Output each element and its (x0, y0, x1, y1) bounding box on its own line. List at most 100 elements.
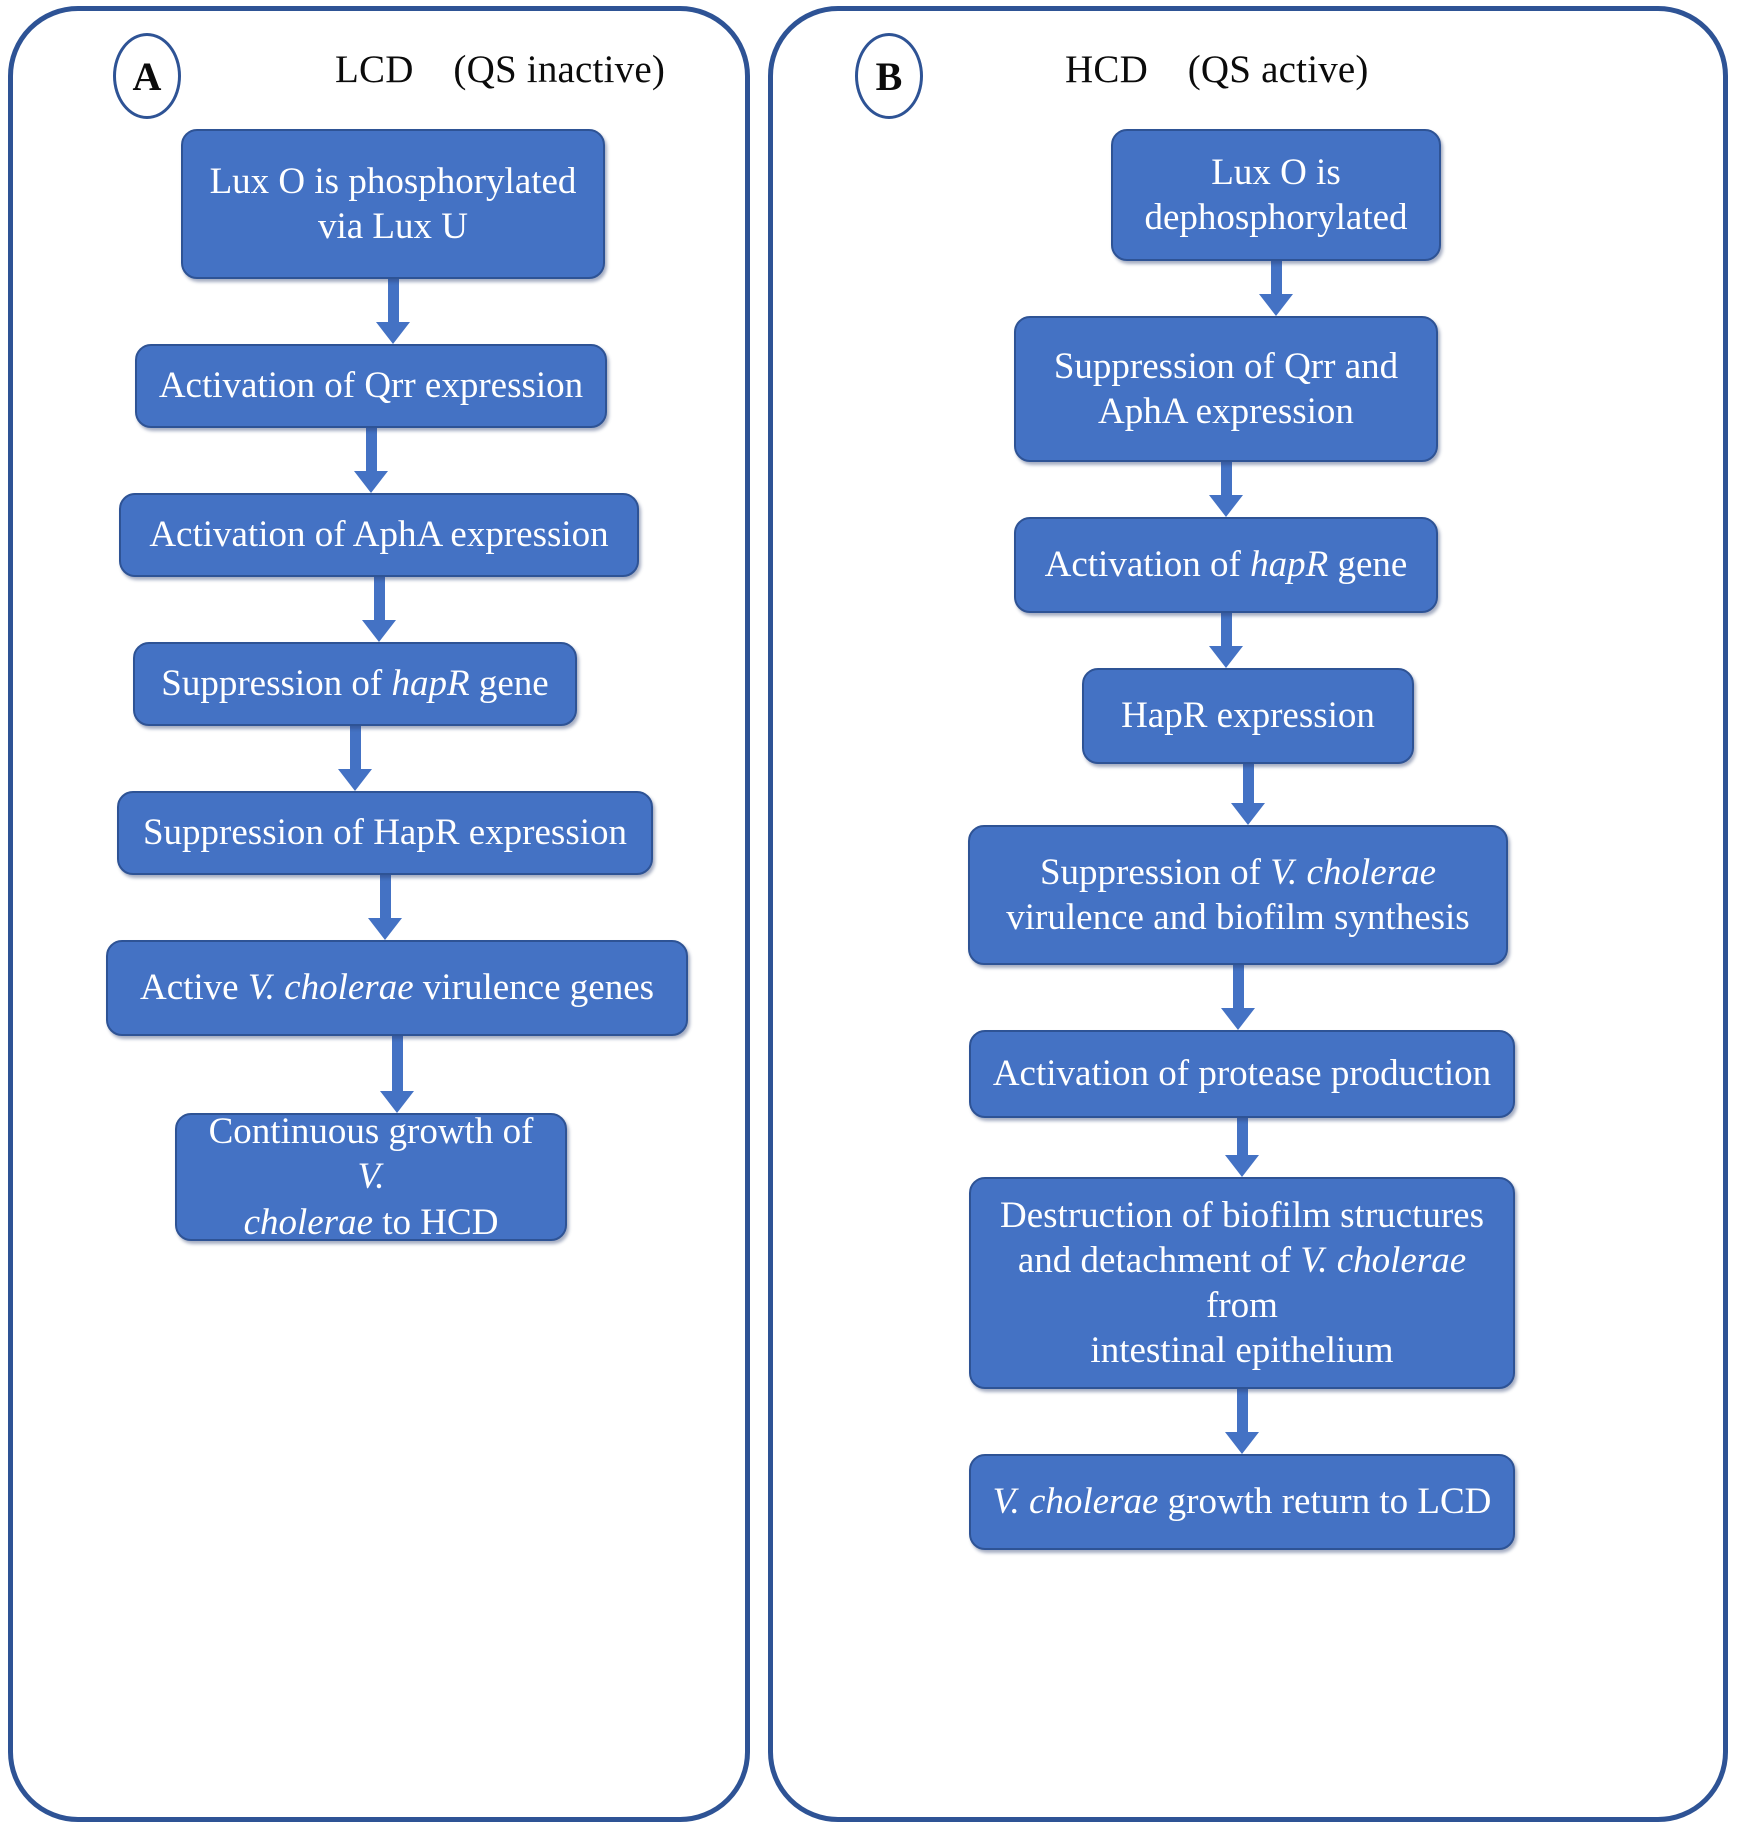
arrow-head (338, 769, 372, 791)
flow-node[interactable]: Continuous growth of V.cholerae to HCD (175, 1111, 567, 1243)
node-text: virulence genes (413, 967, 655, 1009)
arrow-shaft (387, 279, 399, 323)
flow-node-line: HapR expression (1121, 693, 1375, 738)
panel-a-letter-badge: A (113, 33, 181, 119)
arrow-head (362, 620, 396, 642)
node-text: Activation of Qrr expression (158, 365, 584, 407)
flow-node-line: V. cholerae growth return to LCD (993, 1479, 1492, 1524)
node-text: Suppression of (1039, 851, 1271, 893)
node-text: Activation of protease production (992, 1053, 1492, 1095)
flow-node-line: Suppression of HapR expression (143, 810, 627, 855)
arrow-shaft (379, 875, 391, 919)
panel-a-title: LCD (QS inactive) (335, 48, 666, 91)
node-text: Suppression of (161, 663, 392, 705)
flow-node[interactable]: Activation of hapR gene (1014, 517, 1438, 613)
flow-node-line: Activation of Qrr expression (159, 363, 583, 408)
flow-node-line: Activation of protease production (993, 1051, 1491, 1096)
flow-node-line: Continuous growth of V. (193, 1109, 549, 1199)
flow-arrow-down-icon (338, 726, 372, 791)
panel-b-letter-badge: B (855, 33, 923, 119)
flow-node[interactable]: HapR expression (1082, 668, 1414, 764)
node-text: Destruction of biofilm structures (1000, 1194, 1484, 1236)
flow-node-line: via Lux U (210, 204, 577, 249)
arrow-head (1209, 646, 1243, 668)
flow-node[interactable]: V. cholerae growth return to LCD (969, 1454, 1515, 1550)
arrow-shaft (349, 726, 361, 770)
arrow-head (1209, 495, 1243, 517)
flow-node-line: cholerae to HCD (193, 1200, 549, 1245)
arrow-head (1225, 1432, 1259, 1454)
node-text: from (1206, 1285, 1278, 1326)
arrow-head (1231, 803, 1265, 825)
arrow-shaft (1232, 965, 1244, 1009)
flow-node[interactable]: Activation of protease production (969, 1030, 1515, 1118)
flow-node-line: Lux O is (1144, 150, 1407, 195)
node-text: Lux O is phosphorylated (209, 160, 577, 202)
panel-b-title: HCD (QS active) (1065, 48, 1369, 91)
flow-arrow-down-icon (1231, 764, 1265, 825)
flow-node-line: Suppression of Qrr and (1054, 344, 1398, 389)
node-text: Lux O is (1211, 151, 1341, 193)
arrow-shaft (1220, 613, 1232, 647)
arrow-shaft (391, 1036, 403, 1092)
italic-species-term: V. cholerae (1270, 851, 1436, 893)
flow-node[interactable]: Activation of AphA expression (119, 493, 639, 577)
flow-node-line: dephosphorylated (1144, 195, 1407, 240)
arrow-shaft (1236, 1389, 1248, 1433)
arrow-shaft (1236, 1118, 1248, 1156)
node-text: and detachment of (1017, 1239, 1301, 1281)
flow-node-line: AphA expression (1054, 389, 1398, 434)
node-text: via Lux U (317, 206, 469, 247)
arrow-shaft (1242, 764, 1254, 804)
flow-arrow-down-icon (380, 1036, 414, 1113)
arrow-shaft (365, 428, 377, 472)
node-text: to HCD (373, 1201, 499, 1243)
node-text: Active (139, 967, 248, 1009)
arrow-shaft (1220, 462, 1232, 496)
italic-species-term: hapR (391, 663, 470, 705)
flow-node[interactable]: Suppression of HapR expression (117, 791, 653, 875)
node-text: Suppression of HapR expression (142, 812, 628, 854)
arrow-head (354, 471, 388, 493)
flow-node-line: and detachment of V. cholerae from (987, 1238, 1497, 1328)
flow-node[interactable]: Activation of Qrr expression (135, 344, 607, 428)
node-text: Suppression of Qrr and (1053, 345, 1399, 387)
flow-node[interactable]: Active V. cholerae virulence genes (106, 940, 688, 1036)
node-text: dephosphorylated (1144, 197, 1408, 238)
flow-node-line: Suppression of V. cholerae (1006, 850, 1469, 895)
node-text: gene (1328, 544, 1408, 586)
node-text: virulence and biofilm synthesis (1006, 897, 1470, 938)
arrow-head (1225, 1155, 1259, 1177)
flow-node-line: Active V. cholerae virulence genes (140, 965, 654, 1010)
italic-species-term: V. (357, 1156, 385, 1198)
flow-arrow-down-icon (376, 279, 410, 344)
flow-node-line: intestinal epithelium (987, 1328, 1497, 1373)
italic-species-term: hapR (1250, 544, 1329, 586)
panel-a: A LCD (QS inactive) Lux O is phosphoryla… (8, 6, 750, 1822)
flow-node-line: Destruction of biofilm structures (987, 1193, 1497, 1238)
flow-node-line: Lux O is phosphorylated (210, 159, 577, 204)
flow-arrow-down-icon (1221, 965, 1255, 1030)
flow-arrow-down-icon (368, 875, 402, 940)
flow-arrow-down-icon (1209, 613, 1243, 668)
node-text: Continuous growth of (208, 1111, 534, 1153)
italic-species-term: cholerae (243, 1201, 374, 1243)
node-text: gene (469, 663, 549, 705)
italic-species-term: V. cholerae (992, 1481, 1159, 1523)
flow-node-line: Activation of hapR gene (1045, 542, 1408, 587)
arrow-head (380, 1091, 414, 1113)
node-text: AphA expression (1098, 391, 1354, 432)
italic-species-term: V. cholerae (247, 967, 414, 1009)
flow-node[interactable]: Suppression of hapR gene (133, 642, 577, 726)
arrow-head (368, 918, 402, 940)
node-text: HapR expression (1121, 695, 1375, 737)
node-text: Activation of AphA expression (149, 514, 609, 556)
